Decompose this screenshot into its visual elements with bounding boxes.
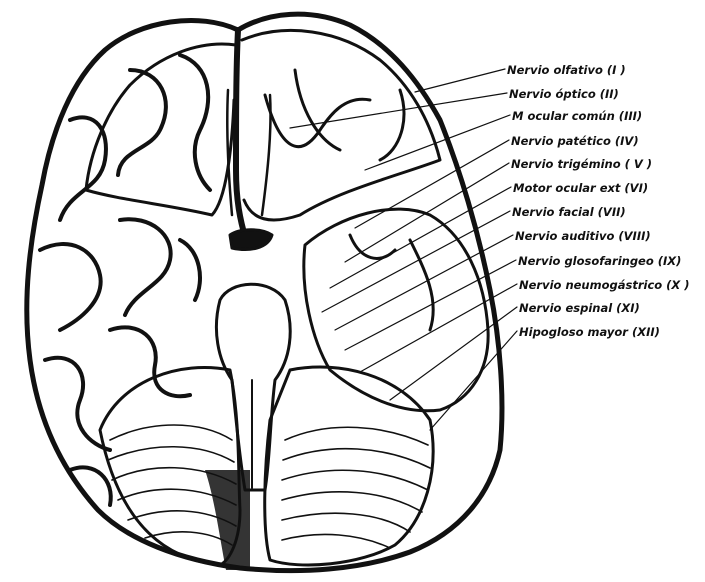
label-nerve-iii: M ocular común (III) bbox=[512, 109, 642, 123]
label-group: Nervio olfativo (I ) Nervio óptico (II) M … bbox=[507, 63, 690, 339]
label-nerve-iv: Nervio patético (IV) bbox=[511, 134, 639, 148]
label-nerve-v: Nervio trigémino ( V ) bbox=[511, 157, 652, 171]
label-nerve-i: Nervio olfativo (I ) bbox=[507, 63, 626, 77]
label-nerve-viii: Nervio auditivo (VIII) bbox=[515, 229, 651, 243]
label-nerve-vii: Nervio facial (VII) bbox=[512, 205, 626, 219]
label-nerve-xii: Hipogloso mayor (XII) bbox=[519, 325, 660, 339]
label-nerve-xi: Nervio espinal (XI) bbox=[519, 301, 640, 315]
label-nerve-ix: Nervio glosofaringeo (IX) bbox=[518, 254, 681, 268]
label-nerve-x: Nervio neumogástrico (X ) bbox=[519, 278, 690, 292]
brain-drawing bbox=[27, 14, 517, 570]
label-nerve-ii: Nervio óptico (II) bbox=[509, 87, 619, 101]
label-nerve-vi: Motor ocular ext (VI) bbox=[513, 181, 648, 195]
leader-line-i bbox=[415, 69, 505, 92]
